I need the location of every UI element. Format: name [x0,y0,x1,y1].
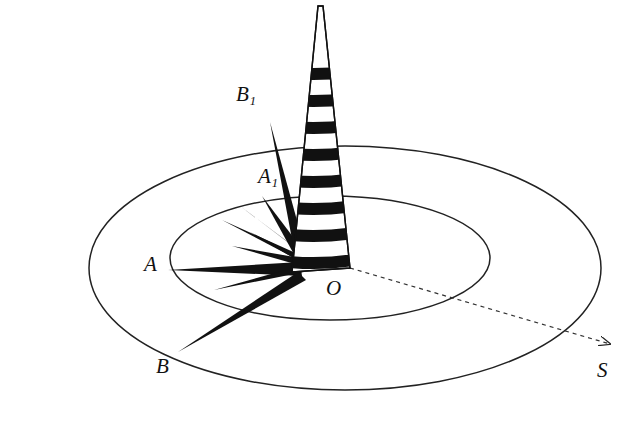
pole-stripes [280,64,360,269]
direction-line [350,268,610,344]
pole-stripe [280,226,360,242]
point-label: B₁ [236,84,256,105]
pole-stripe [280,64,360,80]
point-label: S [597,360,608,381]
pole-stripe [280,172,360,188]
pole-stripe [280,91,360,107]
pole-stripe [280,199,360,215]
shadows [168,122,306,352]
point-label: A [144,254,157,275]
pole-stripe [280,118,360,134]
point-label: A₁ [258,166,278,187]
point-label: O [326,278,341,299]
point-label: B [156,356,169,377]
pole-stripe [280,145,360,161]
